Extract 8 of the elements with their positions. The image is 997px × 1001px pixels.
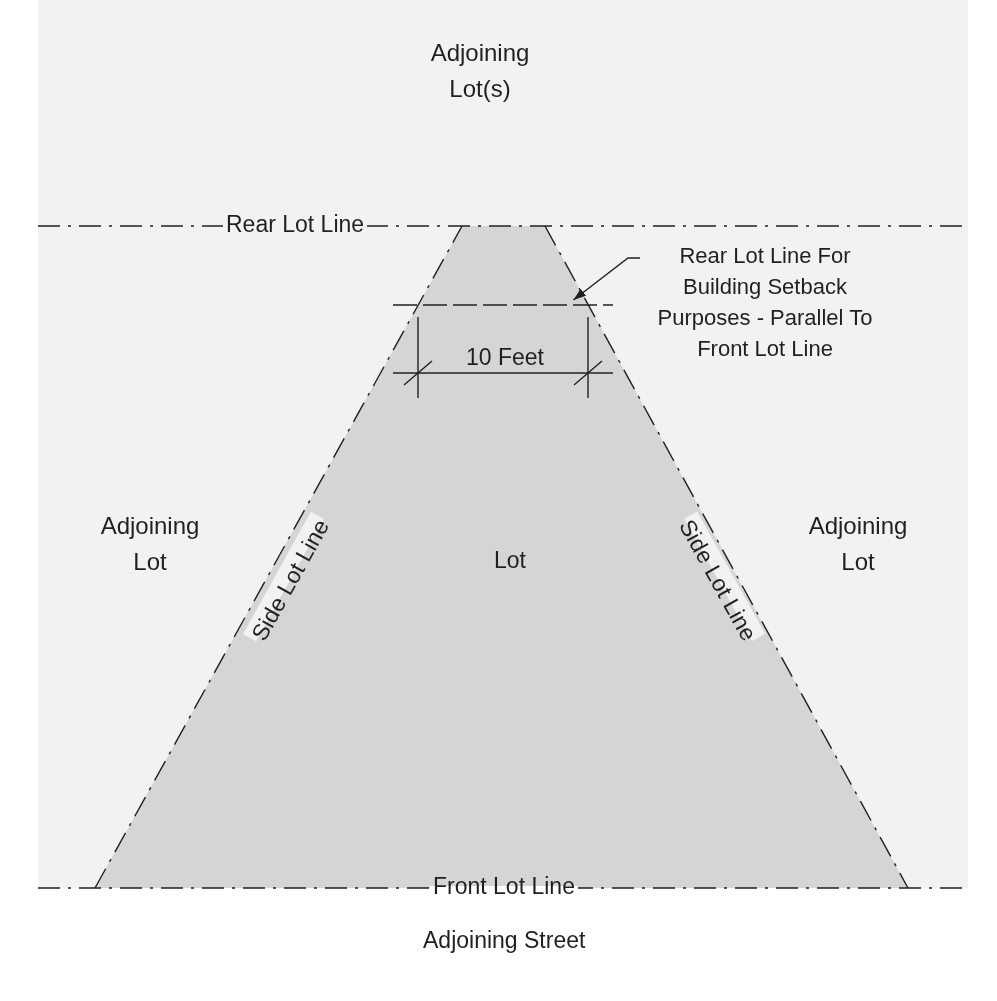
area-label: Adjoining Lot(s) — [429, 38, 531, 104]
area-label: Adjoining Lot — [99, 511, 201, 577]
area-label: Adjoining Lot — [807, 511, 909, 577]
leader-line — [572, 257, 641, 301]
dimension-label: 10 Feet — [466, 343, 544, 372]
callout-text: Rear Lot Line For Building Setback Purposes - Parallel To Front Lot Line — [656, 242, 874, 363]
area-label: Adjoining Street — [423, 926, 586, 955]
lot-label: Lot — [493, 546, 527, 575]
